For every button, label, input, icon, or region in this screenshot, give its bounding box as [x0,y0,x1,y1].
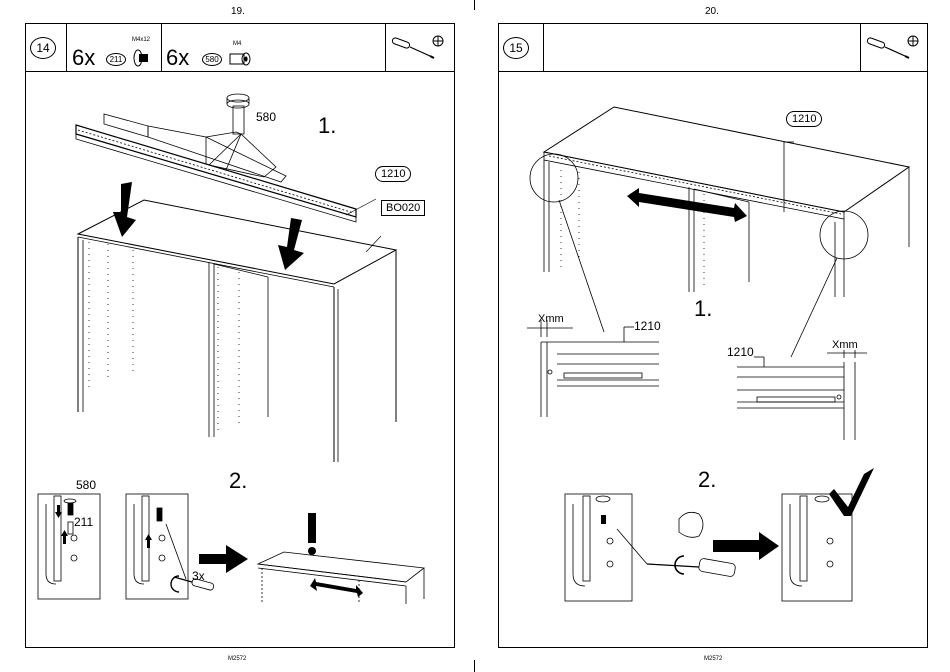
detail-right-xmm: Xmm [832,339,858,351]
sub-step-1-right: 1. [694,296,712,322]
left-page-number: 19. [231,6,245,17]
left-step-panel: 14 6x 211 M4x12 6x 580 M4 [25,23,455,648]
detail-left-1210: 1210 [634,319,661,333]
crop-mark-bottom [474,660,475,672]
cabinet-rail-adjust-drawing [499,72,929,472]
callout-1210-top: 1210 [786,111,822,127]
part-580-qty: 6x [166,45,189,71]
right-footer-code: M2572 [704,656,722,662]
detail-211: 211 [74,515,93,529]
crop-mark-top [474,0,475,10]
right-header: 15 [499,24,927,72]
part-211-qty: 6x [72,45,95,71]
detail-right-1210: 1210 [727,345,754,359]
left-footer-code: M2572 [228,656,246,662]
detail-left-xmm: Xmm [538,313,564,325]
step-14-number: 14 [30,37,56,59]
detail-580: 580 [76,478,96,492]
right-step-panel: 15 [498,23,928,648]
left-header: 14 6x 211 M4x12 6x 580 M4 [26,24,454,72]
step-15-number: 15 [503,37,529,59]
sub-step-2-left: 2. [229,468,247,494]
screwdriver-icon [390,31,450,65]
right-page-number: 20. [705,6,719,17]
part-211-spec: M4x12 [132,37,150,43]
callout-580: 580 [256,110,276,124]
count-3x: 3x [192,569,205,583]
cabinet-top-rail-drawing [26,72,456,472]
part-211-number: 211 [106,53,126,66]
callout-bo020: BO020 [381,200,425,216]
nut-580-icon [229,51,253,67]
screw-211-icon [133,48,149,68]
sub-step-1-left: 1. [318,113,336,139]
callout-1210: 1210 [375,166,411,182]
screwdriver-icon-right [865,31,925,65]
part-580-number: 580 [202,53,222,66]
part-580-spec: M4 [233,41,241,47]
sub-step-2-right: 2. [698,467,716,493]
